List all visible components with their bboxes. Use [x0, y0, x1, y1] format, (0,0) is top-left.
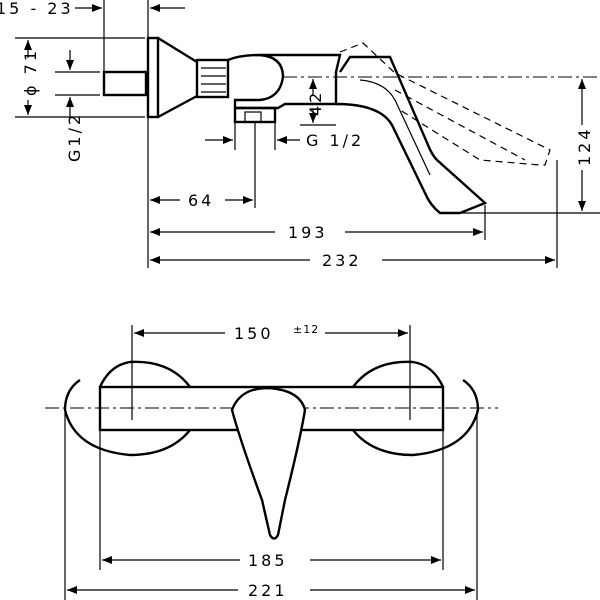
- dim-inlet-thread: G1/2: [65, 112, 84, 162]
- wall-flange: [102, 36, 285, 119]
- front-view: 150 ±12 185 221: [45, 323, 498, 600]
- side-view: 15 - 23 ϕ 71 G1/2: [0, 0, 600, 270]
- dim-185: 185: [248, 551, 288, 570]
- dim-wall-offset: 15 - 23: [0, 0, 74, 18]
- dim-height-42: 42: [306, 90, 325, 116]
- dim-height-124: 124: [575, 126, 594, 166]
- dim-flange-diameter: ϕ 71: [21, 48, 40, 96]
- dim-64: 64: [188, 191, 214, 210]
- dim-centers: 150: [234, 324, 274, 343]
- dim-221: 221: [248, 581, 288, 600]
- mixer-body: [233, 42, 600, 215]
- escutcheons: [63, 360, 480, 457]
- dim-193: 193: [288, 223, 328, 242]
- dim-outlet-thread: G 1/2: [306, 131, 364, 150]
- dim-232: 232: [322, 251, 362, 270]
- dim-centers-tolerance: ±12: [293, 323, 319, 336]
- lever-handle: [230, 386, 307, 540]
